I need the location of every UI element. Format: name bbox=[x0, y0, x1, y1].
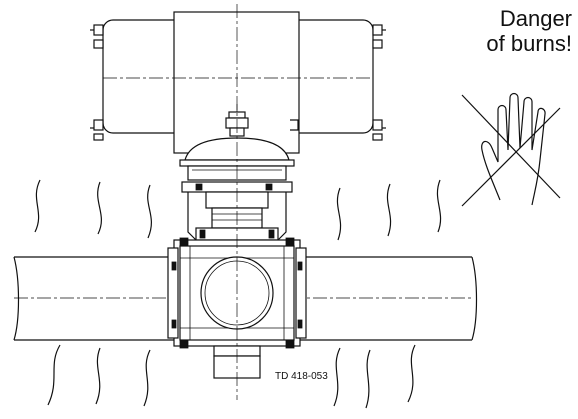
actuator bbox=[90, 11, 386, 154]
pipe bbox=[13, 256, 478, 341]
warning-line-2: of burns! bbox=[486, 31, 572, 56]
burn-warning: Danger of burns! bbox=[486, 6, 572, 56]
prohibited-hand-icon bbox=[461, 92, 561, 207]
warning-line-1: Danger bbox=[499, 6, 572, 31]
drawing-number: TD 418-053 bbox=[275, 371, 328, 382]
heat-waves bbox=[34, 179, 442, 409]
